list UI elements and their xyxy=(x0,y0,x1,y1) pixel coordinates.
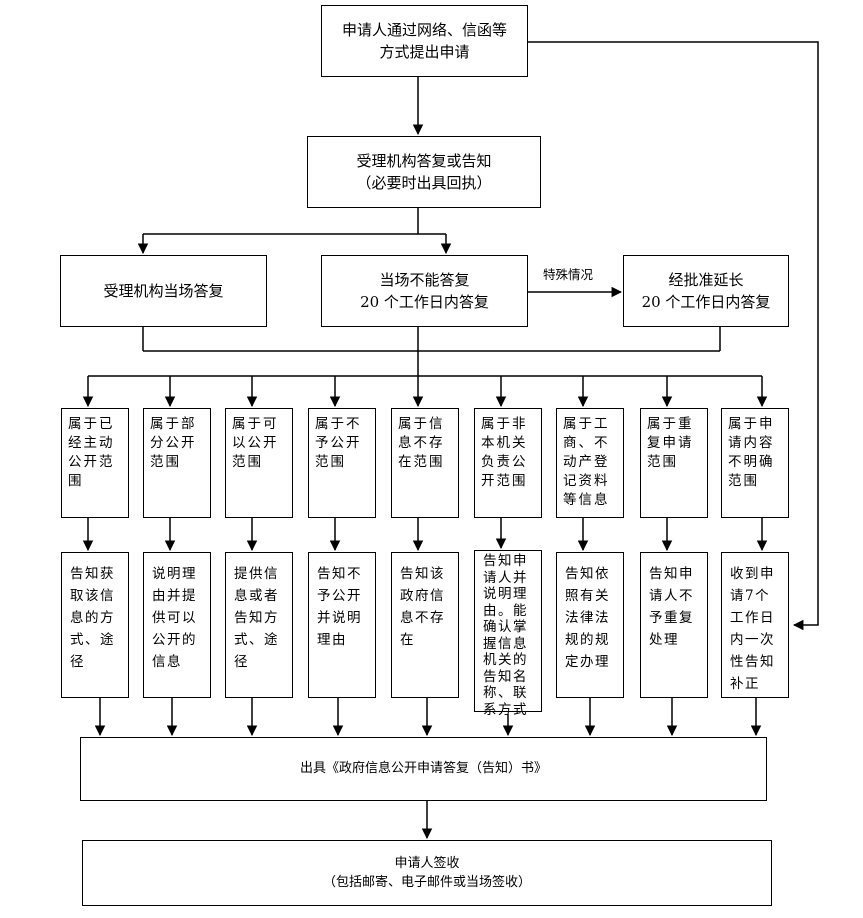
start-line-1: 申请人通过网络、信函等 xyxy=(341,20,507,39)
cannot-box: 当场不能答复 20 个工作日内答复 xyxy=(321,255,528,327)
immediate-box: 受理机构当场答复 xyxy=(60,255,267,327)
special-case-label: 特殊情况 xyxy=(543,267,594,282)
action-box: 收到申请7个工作日内一次性告知补正 xyxy=(721,552,789,698)
category-box: 属于已经主动公开范围 xyxy=(61,408,129,518)
start-line-2: 方式提出申请 xyxy=(379,43,470,61)
category-box: 属于不予公开范围 xyxy=(308,408,376,518)
action-box: 提供信息或者告知方式、途径 xyxy=(225,552,293,698)
category-box: 属于信息不存在范围 xyxy=(391,408,459,518)
action-box: 告知申请人不予重复处理 xyxy=(640,552,708,698)
start-box: 申请人通过网络、信函等 方式提出申请 xyxy=(321,5,528,77)
action-box: 告知获取该信息的方式、途径 xyxy=(61,552,129,698)
action-box: 告知依照有关法律法规的规定办理 xyxy=(556,552,624,698)
extend-line-2: 20 个工作日内答复 xyxy=(641,293,771,311)
category-box: 属于非本机关负责公开范围 xyxy=(474,408,542,518)
arrow-feedback-loop xyxy=(528,41,819,631)
cannot-line-2: 20 个工作日内答复 xyxy=(360,293,489,311)
sign-line-1: 申请人签收 xyxy=(394,855,460,871)
action-box: 告知申请人并说明理由。能确认掌握信息机关的告知名称、联系方式 xyxy=(474,550,542,718)
cannot-line-1: 当场不能答复 xyxy=(379,270,470,289)
extend-box: 经批准延长 20 个工作日内答复 xyxy=(623,255,789,327)
action-box: 告知不予公开并说明理由 xyxy=(308,552,376,698)
sign-box: 申请人签收 （包括邮寄、电子邮件或当场签收） xyxy=(82,840,772,906)
issue-text: 出具《政府信息公开申请答复（告知）书》 xyxy=(299,761,547,777)
accept-box: 受理机构答复或告知 （必要时出具回执） xyxy=(307,136,541,208)
category-box: 属于工商、不动产登记资料等信息 xyxy=(556,408,624,518)
category-box: 属于可以公开范围 xyxy=(225,408,293,518)
accept-line-1: 受理机构答复或告知 xyxy=(356,151,492,170)
category-box: 属于重复申请范围 xyxy=(640,408,708,518)
category-box: 属于部分公开范围 xyxy=(143,408,211,518)
sign-line-2: （包括邮寄、电子邮件或当场签收） xyxy=(322,875,531,890)
action-box: 说明理由并提供可以公开的信息 xyxy=(143,552,211,698)
immediate-text: 受理机构当场答复 xyxy=(103,281,224,300)
action-box: 告知该政府信息不存在 xyxy=(391,552,459,698)
accept-line-2: （必要时出具回执） xyxy=(356,174,492,192)
category-box: 属于申请内容不明确范围 xyxy=(721,408,789,518)
issue-box: 出具《政府信息公开申请答复（告知）书》 xyxy=(80,737,767,801)
extend-line-1: 经批准延长 xyxy=(668,270,744,289)
